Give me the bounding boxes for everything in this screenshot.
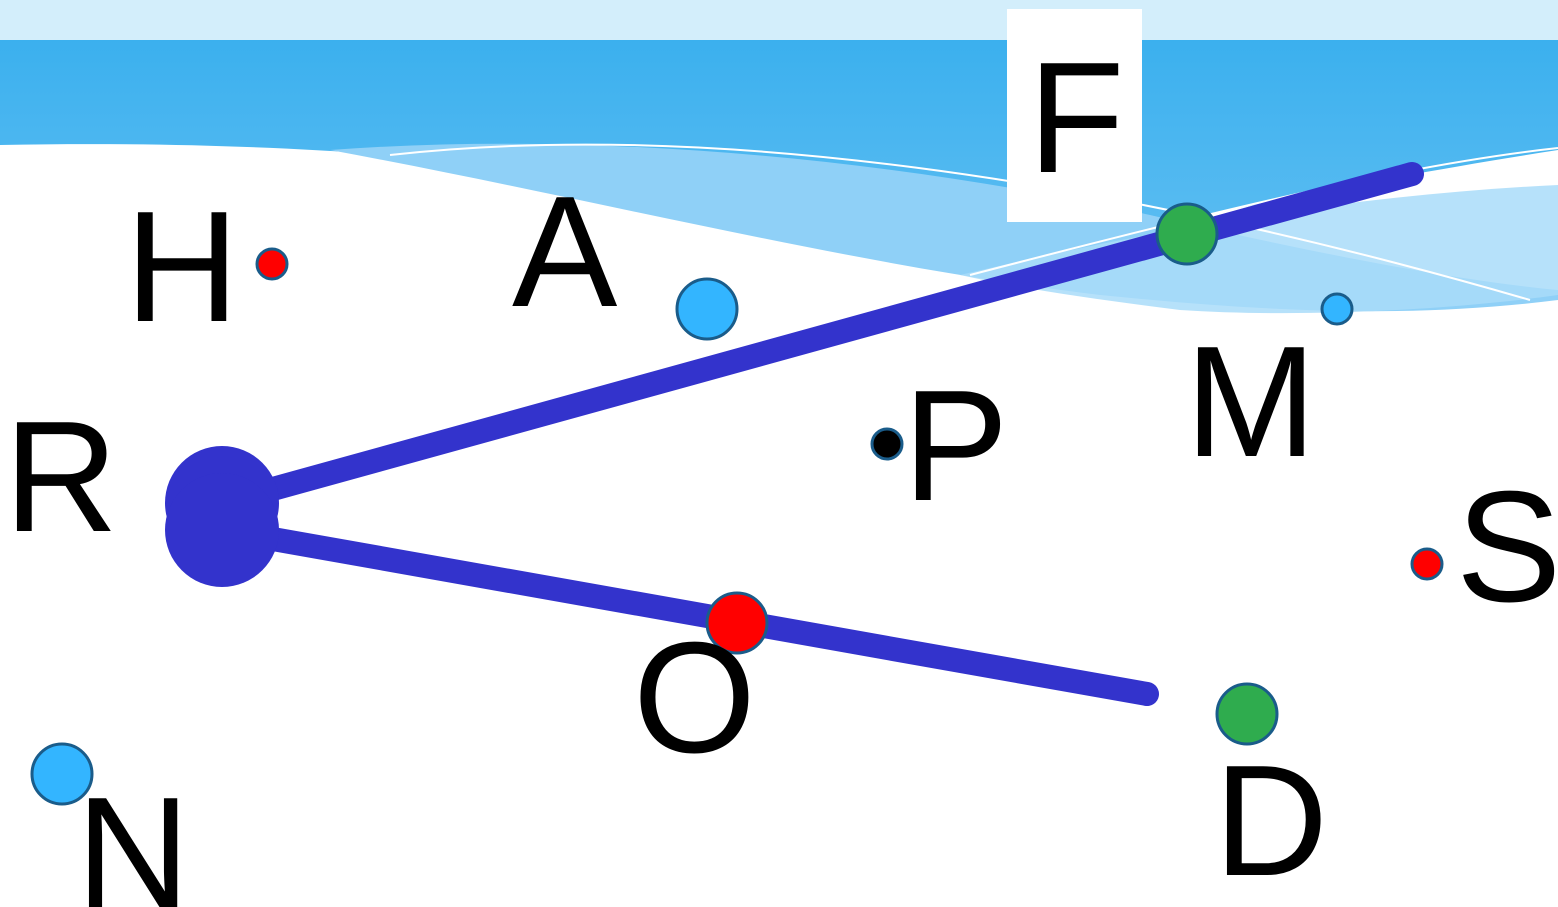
label-o: O [633,610,756,786]
label-d: D [1214,733,1328,907]
header-top-strip [0,0,1558,42]
labels: H A F M R P S O D N [4,30,1558,907]
point-p [870,427,904,461]
label-box-f [1007,9,1142,222]
point-n [30,742,94,806]
header-wave-line-1 [389,143,1531,301]
label-m: M [1185,314,1317,490]
vertex-r [165,446,279,587]
point-d [1215,682,1279,746]
point-m [1320,292,1354,326]
label-n: N [76,765,190,907]
label-h: H [125,179,239,355]
point-a [675,277,739,341]
ray-ro [210,518,1159,706]
header-pale-wave [960,185,1558,314]
label-s: S [1456,459,1558,635]
point-s [1410,547,1444,581]
point-o [705,591,769,655]
label-r: R [4,389,118,565]
header-blue-wave [0,40,1558,250]
point-f [1155,202,1219,266]
label-f: F [1028,30,1125,206]
label-a: A [512,164,618,340]
header-background [0,0,1558,314]
label-p: P [903,358,1008,534]
point-h [255,247,289,281]
vertex-r-dot-lower [165,473,279,587]
points [30,202,1444,806]
